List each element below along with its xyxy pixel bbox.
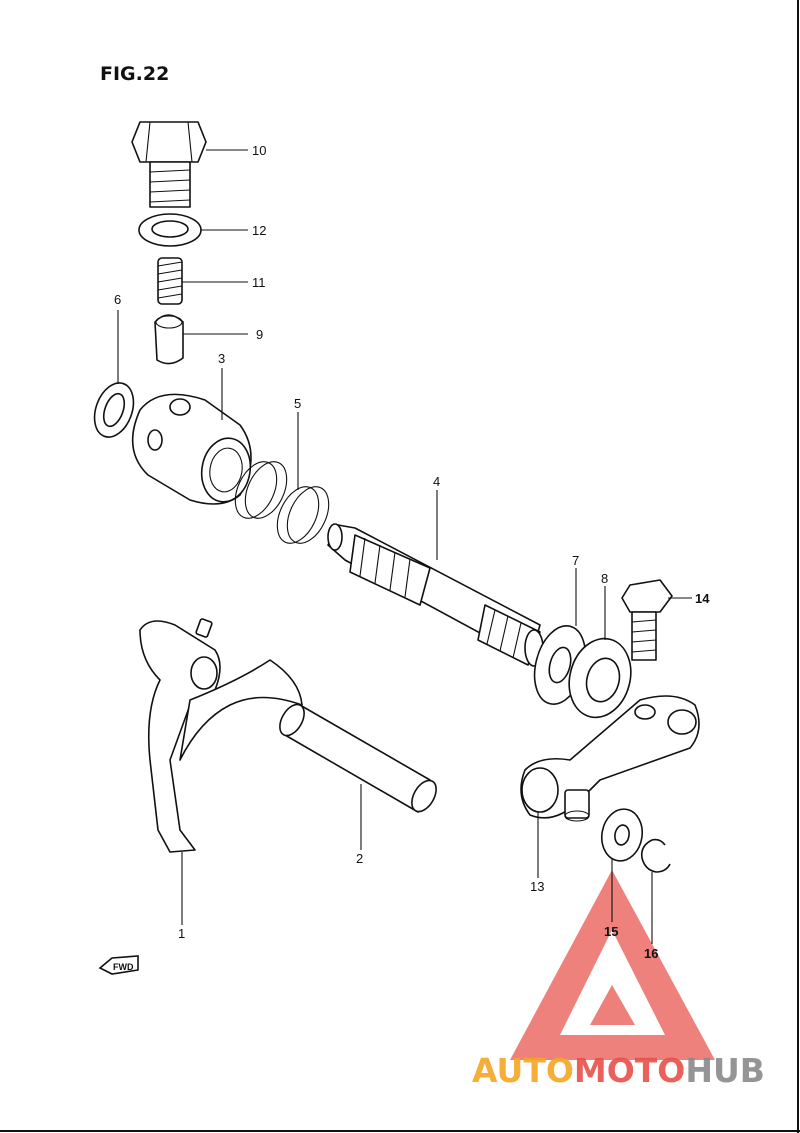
label-part-10: 10: [252, 143, 266, 158]
watermark-text: AUTOMOTOHUB: [472, 1051, 765, 1090]
watermark-hub: HUB: [685, 1051, 765, 1090]
part-4-gearshift-shaft: [327, 523, 544, 667]
label-part-12: 12: [252, 223, 266, 238]
label-part-5: 5: [294, 396, 301, 411]
fwd-badge: FWD: [98, 955, 139, 975]
part-2-fork-shaft: [279, 703, 437, 813]
figure-title: FIG.22: [100, 63, 169, 85]
label-part-15: 15: [604, 924, 618, 939]
part-labels: 10 12 11 9 6 3 5 4 7 8 14 13 2 1 15 16: [114, 143, 710, 961]
label-part-2: 2: [356, 851, 363, 866]
part-3-shift-cam: [131, 393, 252, 505]
label-part-1: 1: [178, 926, 185, 941]
part-15-washer: [600, 808, 644, 862]
leader-lines: [117, 149, 692, 944]
part-9-stopper-pin: [154, 314, 184, 365]
part-13-shift-arm: [520, 695, 700, 822]
fwd-label: FWD: [113, 962, 134, 972]
label-part-11: 11: [252, 275, 266, 290]
label-part-9: 9: [256, 327, 263, 342]
part-8-oil-seal: [568, 637, 632, 719]
part-10-plug-bolt: [131, 121, 207, 208]
part-16-e-ring: [640, 838, 671, 873]
part-1-gear-shift-fork: [139, 618, 303, 853]
label-part-3: 3: [218, 351, 225, 366]
part-5-return-spring: [234, 461, 330, 544]
label-part-4: 4: [433, 474, 440, 489]
part-11-spring: [157, 257, 183, 305]
forward-arrow-icon: [98, 955, 139, 975]
part-6-washer: [93, 382, 135, 438]
label-part-16: 16: [644, 946, 658, 961]
part-12-gasket: [138, 213, 202, 247]
label-part-6: 6: [114, 292, 121, 307]
part-14-bolt: [621, 579, 673, 661]
watermark-logo-icon: [510, 870, 715, 1060]
label-part-8: 8: [601, 571, 608, 586]
label-part-14: 14: [695, 591, 710, 606]
watermark-auto: AUTO: [472, 1051, 574, 1090]
watermark-moto: MOTO: [574, 1051, 685, 1090]
label-part-13: 13: [530, 879, 544, 894]
svg-text:AUTOMOTOHUB: AUTOMOTOHUB: [472, 1051, 765, 1090]
label-part-7: 7: [572, 553, 579, 568]
